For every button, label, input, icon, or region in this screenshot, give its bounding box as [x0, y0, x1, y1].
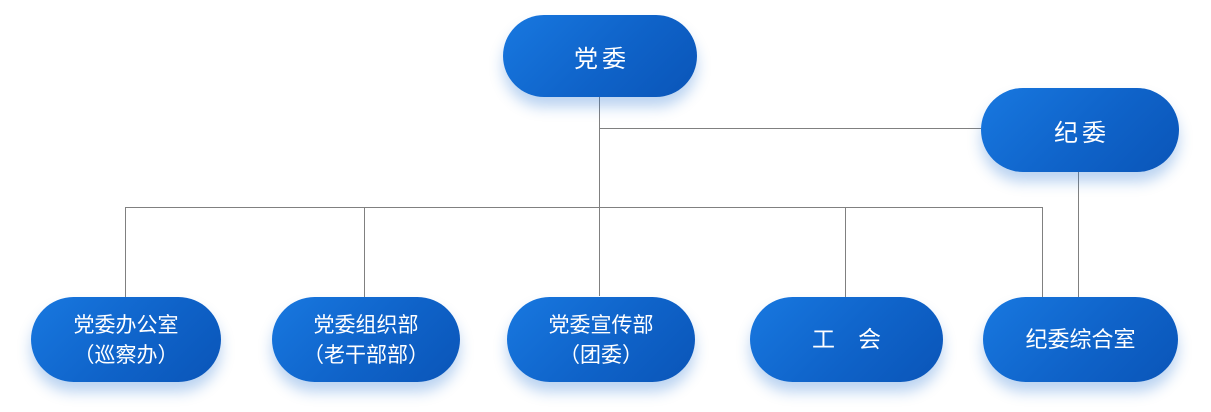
org-node-label-line2: （巡察办） [73, 342, 179, 367]
org-node-party-office: 党委办公室 （巡察办） [31, 297, 221, 382]
connector-secondary-vertical [1078, 172, 1079, 297]
org-node-discipline-office: 纪委综合室 [983, 297, 1178, 382]
connector-drop-child-4 [845, 207, 846, 297]
org-node-discipline-committee: 纪委 [981, 88, 1179, 172]
org-node-label-line2: （老干部部） [303, 342, 429, 367]
connector-distribution-bar [125, 207, 1042, 208]
connector-drop-child-1 [125, 207, 126, 297]
org-node-party-committee: 党委 [503, 15, 697, 97]
org-node-label: 党委 [574, 46, 630, 73]
org-node-label: 纪委综合室 [1025, 326, 1136, 352]
org-node-label-line1: 党委宣传部 [548, 312, 654, 337]
org-node-organization-dept: 党委组织部 （老干部部） [272, 297, 460, 382]
org-node-label-line1: 党委组织部 [313, 312, 419, 337]
org-node-labor-union: 工 会 [750, 297, 943, 382]
org-node-label: 纪委 [1054, 120, 1110, 147]
org-node-label-line2: （团委） [559, 342, 643, 367]
org-node-label: 工 会 [812, 326, 881, 352]
connector-drop-child-5 [1042, 207, 1043, 297]
connector-root-vertical [599, 97, 600, 296]
connector-root-to-secondary [599, 128, 981, 129]
org-node-label-line1: 党委办公室 [73, 312, 179, 337]
connector-drop-child-2 [364, 207, 365, 297]
org-node-propaganda-dept: 党委宣传部 （团委） [507, 297, 695, 382]
